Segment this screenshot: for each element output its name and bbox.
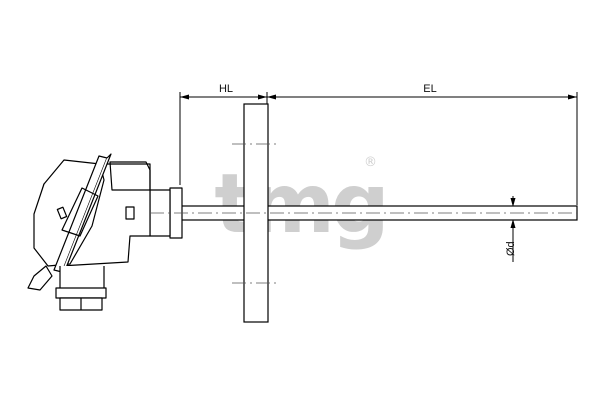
el-dimension-label: EL: [423, 83, 436, 95]
watermark-logo: tmg ®: [214, 155, 389, 252]
diameter-dimension-label: Ød: [505, 241, 517, 256]
connection-head: [27, 153, 183, 311]
hl-dimension-label: HL: [219, 83, 233, 95]
watermark-text: tmg: [214, 157, 385, 252]
center-lines: [150, 143, 577, 284]
watermark-registered-mark: ®: [364, 155, 377, 170]
dimension-arrowheads: [180, 94, 577, 228]
